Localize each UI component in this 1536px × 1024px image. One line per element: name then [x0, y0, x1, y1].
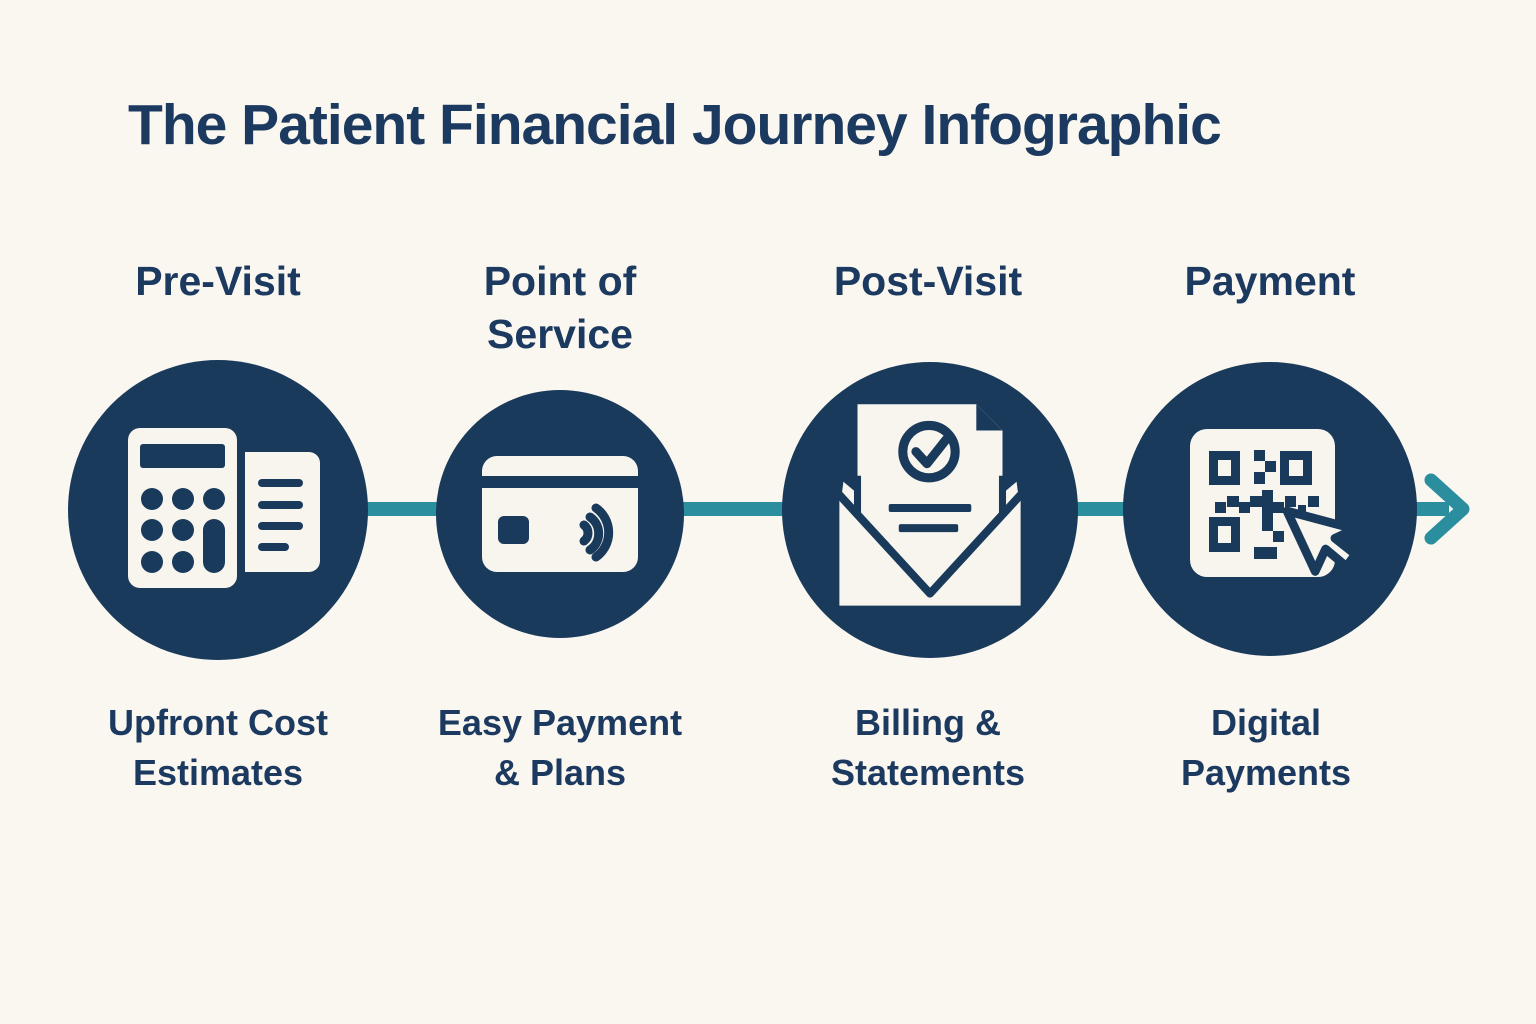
right-arrow-icon — [1424, 473, 1470, 545]
stage-caption-point-of-service: Easy Payment & Plans — [437, 702, 683, 793]
stage-circle-point-of-service — [436, 390, 684, 638]
stage-circle-pre-visit — [68, 360, 368, 660]
stage-circle-post-visit — [782, 362, 1078, 658]
calculator-receipt-icon — [128, 428, 320, 588]
mouse-cursor-icon — [1282, 506, 1360, 576]
page-title: The Patient Financial Journey Infographi… — [128, 93, 1222, 157]
stage-label-point-of-service: Point of Service — [483, 258, 637, 358]
stage-label-post-visit: Post-Visit — [833, 258, 1023, 304]
stage-caption-payment: Digital Payments — [1180, 702, 1352, 793]
qr-code-cursor-icon — [1190, 429, 1360, 577]
contactless-card-icon — [482, 456, 638, 572]
billing-envelope-icon — [836, 404, 1024, 606]
stage-caption-pre-visit: Upfront Cost Estimates — [108, 702, 328, 793]
stage-caption-post-visit: Billing & Statements — [830, 702, 1026, 793]
stage-label-payment: Payment — [1184, 258, 1356, 304]
stage-circle-payment — [1123, 362, 1417, 656]
stage-label-pre-visit: Pre-Visit — [135, 258, 301, 304]
